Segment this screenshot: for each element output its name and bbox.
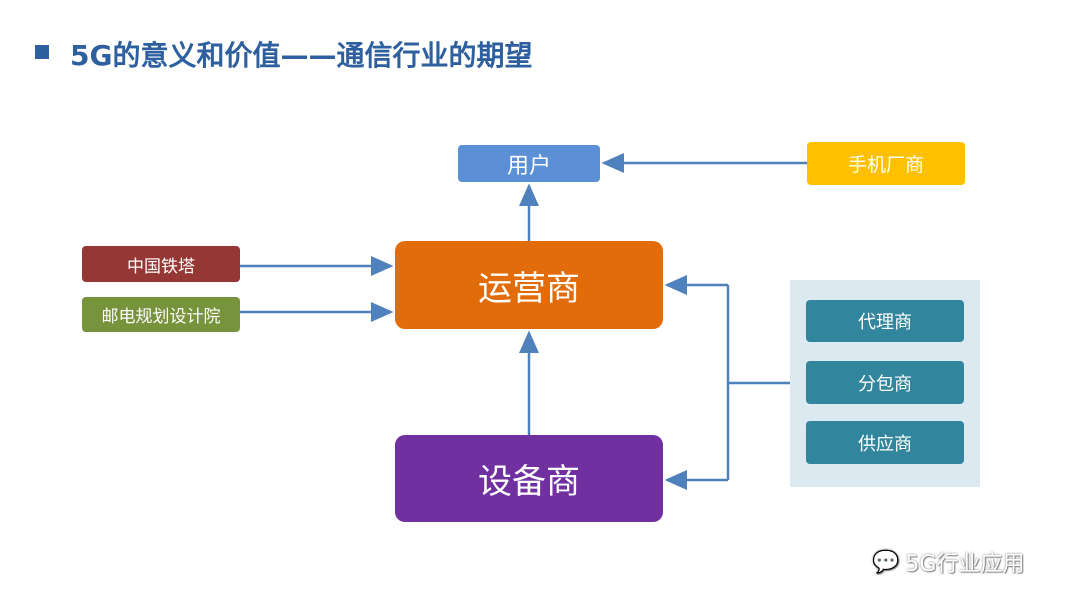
title-bullet-icon — [35, 45, 49, 59]
node-phone-maker: 手机厂商 — [807, 142, 965, 185]
node-operator: 运营商 — [395, 241, 663, 329]
node-subcontractor: 分包商 — [806, 361, 964, 404]
node-supplier: 供应商 — [806, 421, 964, 464]
node-equipment: 设备商 — [395, 435, 663, 522]
node-user: 用户 — [458, 145, 600, 182]
footer-source: 💬 5G行业应用 — [872, 546, 1024, 578]
node-agent: 代理商 — [806, 300, 964, 342]
footer-text: 5G行业应用 — [905, 552, 1025, 577]
node-design-institute: 邮电规划设计院 — [82, 297, 240, 332]
node-tower: 中国铁塔 — [82, 246, 240, 282]
wechat-icon: 💬 — [872, 549, 900, 575]
page-title: 5G的意义和价值——通信行业的期望 — [70, 39, 533, 72]
